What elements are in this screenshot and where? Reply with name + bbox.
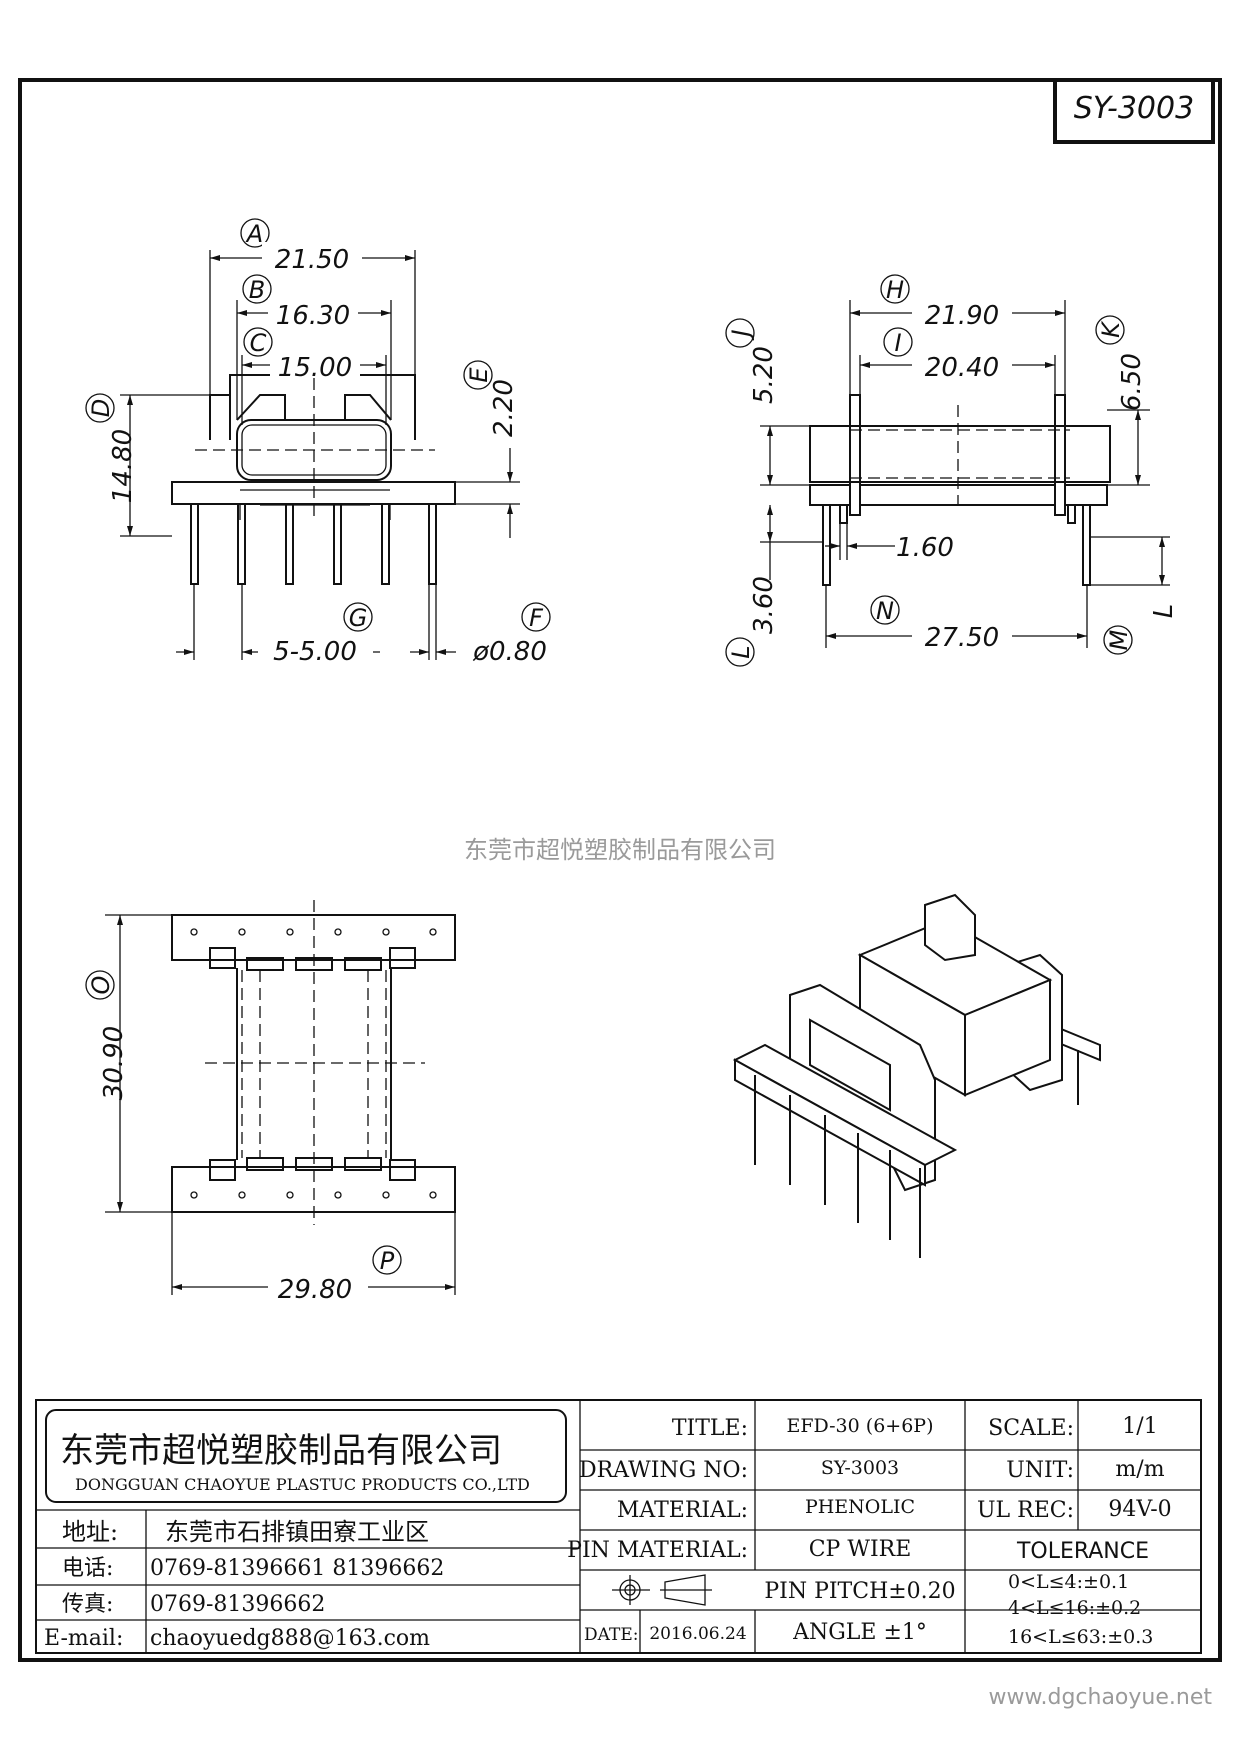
- label-H: H: [886, 276, 904, 304]
- unit-value: m/m: [1115, 1457, 1164, 1482]
- company-name-en: DONGGUAN CHAOYUE PLASTUC PRODUCTS CO.,LT…: [75, 1475, 530, 1494]
- part-number-box: SY-3003: [1053, 78, 1215, 144]
- dim-H: 21.90: [925, 301, 999, 331]
- unit-label: UNIT:: [1006, 1458, 1074, 1483]
- website-text: www.dgchaoyue.net: [989, 1685, 1213, 1710]
- material-value: PHENOLIC: [805, 1496, 915, 1518]
- email-label: E-mail:: [44, 1626, 123, 1651]
- side-view: H 21.90 I 20.40 J 5.20 L 3.60 K 6.50: [725, 274, 1179, 667]
- angle: ANGLE ±1°: [792, 1620, 927, 1645]
- part-number: SY-3003: [1074, 91, 1194, 126]
- ul-rec-value: 94V-0: [1108, 1497, 1171, 1522]
- label-K: K: [1097, 320, 1125, 338]
- dim-F: ø0.80: [472, 637, 547, 667]
- top-view: O 30.90 P 29.80: [85, 900, 456, 1305]
- label-A: A: [245, 220, 263, 248]
- dim-M: L: [1149, 604, 1179, 619]
- dim-G: 5-5.00: [273, 637, 357, 667]
- title-label: TITLE:: [672, 1416, 748, 1441]
- projection-symbol-icon: [612, 1574, 712, 1606]
- phone-label: 电话:: [62, 1556, 113, 1581]
- label-N: N: [876, 597, 894, 625]
- tolerance-range-3: 16<L≤63:±0.3: [1008, 1626, 1153, 1648]
- watermark-text: 东莞市超悦塑胶制品有限公司: [464, 836, 776, 864]
- front-view: A 21.50 B 16.30 C 15.00 D 14.80 E 2.20: [85, 218, 551, 667]
- label-O: O: [87, 976, 115, 995]
- top-pin-holes: [190, 928, 437, 1199]
- label-D: D: [87, 399, 115, 417]
- dim-A: 21.50: [275, 245, 349, 275]
- dim-K: 6.50: [1117, 353, 1147, 411]
- label-I: I: [894, 329, 901, 357]
- label-J: J: [727, 329, 755, 340]
- sheet-border: [18, 78, 1222, 1662]
- label-F: F: [529, 604, 544, 632]
- label-G: G: [349, 604, 368, 632]
- tolerance-range-2: 4<L≤16:±0.2: [1008, 1597, 1141, 1619]
- iso-front-pins: [754, 1075, 921, 1258]
- dim-pin-offset: 1.60: [896, 533, 954, 563]
- dim-B: 16.30: [276, 301, 350, 331]
- label-M: M: [1105, 629, 1133, 650]
- dim-O: 30.90: [99, 1026, 129, 1100]
- title-block: 东莞市超悦塑胶制品有限公司 DONGGUAN CHAOYUE PLASTUC P…: [35, 1399, 1202, 1654]
- tolerance-title: TOLERANCE: [1016, 1539, 1149, 1564]
- dim-P: 29.80: [278, 1275, 352, 1305]
- scale-value: 1/1: [1122, 1414, 1157, 1439]
- dim-E: 2.20: [489, 379, 519, 437]
- label-B: B: [249, 276, 265, 304]
- label-P: P: [380, 1247, 395, 1275]
- pin-material-label: PIN MATERIAL:: [567, 1538, 748, 1563]
- date-value: 2016.06.24: [649, 1624, 746, 1644]
- dim-N: 27.50: [925, 623, 999, 653]
- drawing-no-value: SY-3003: [821, 1457, 899, 1479]
- pin-material-value: CP WIRE: [809, 1537, 912, 1562]
- dim-J: 5.20: [749, 346, 779, 404]
- pin-pitch: PIN PITCH±0.20: [764, 1579, 955, 1604]
- fax-label: 传真:: [62, 1592, 113, 1617]
- title-value: EFD-30 (6+6P): [787, 1415, 934, 1437]
- company-name-cn: 东莞市超悦塑胶制品有限公司: [60, 1431, 502, 1471]
- fax-value: 0769-81396662: [150, 1592, 325, 1617]
- ul-rec-label: UL REC:: [977, 1498, 1074, 1523]
- drawing-no-label: DRAWING NO:: [579, 1458, 748, 1483]
- address-value: 东莞市石排镇田寮工业区: [165, 1518, 429, 1546]
- front-pins: [190, 503, 437, 585]
- dim-C: 15.00: [278, 353, 352, 383]
- date-label: DATE:: [584, 1625, 638, 1645]
- dim-L: 3.60: [749, 576, 779, 634]
- material-label: MATERIAL:: [617, 1498, 748, 1523]
- dim-I: 20.40: [925, 353, 999, 383]
- dim-D: 14.80: [108, 429, 138, 503]
- isometric-view: [732, 893, 1101, 1258]
- tolerance-range-1: 0<L≤4:±0.1: [1008, 1571, 1129, 1593]
- label-E: E: [465, 367, 493, 383]
- scale-label: SCALE:: [988, 1416, 1074, 1441]
- label-L: L: [727, 645, 755, 658]
- address-label: 地址:: [62, 1518, 118, 1546]
- email-value: chaoyuedg888@163.com: [150, 1626, 430, 1651]
- label-C: C: [250, 329, 267, 357]
- phone-value: 0769-81396661 81396662: [150, 1556, 444, 1581]
